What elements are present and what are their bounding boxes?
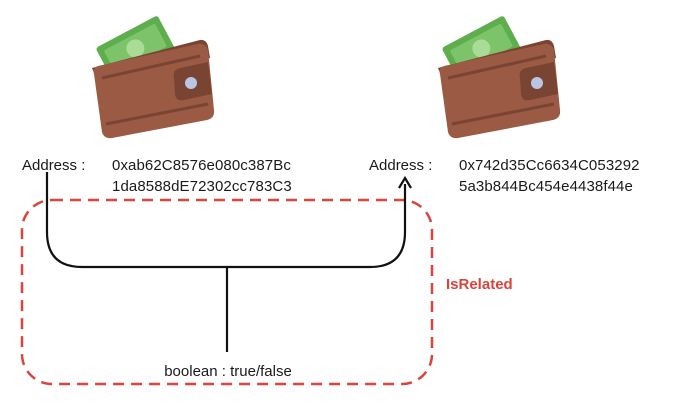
sender-address-label: Address : xyxy=(22,157,86,174)
sender-address-line2: 1da8588dE72302cc783C3 xyxy=(112,178,292,195)
wallet-icon xyxy=(92,16,215,139)
wallet-icon xyxy=(438,16,561,139)
receiver-address-line2: 5a3b844Bc454e4438f44e xyxy=(459,178,633,195)
arrow-head-icon xyxy=(398,175,412,189)
sender-address-line1: 0xab62C8576e080c387Bc xyxy=(112,157,291,174)
receiver-address-line1: 0x742d35Cc6634C053292 xyxy=(459,157,640,174)
isrelated-label: IsRelated xyxy=(446,276,513,293)
receiver-address-label: Address : xyxy=(369,157,433,174)
isrelated-boundary xyxy=(20,198,434,386)
result-label: boolean : true/false xyxy=(164,363,292,380)
